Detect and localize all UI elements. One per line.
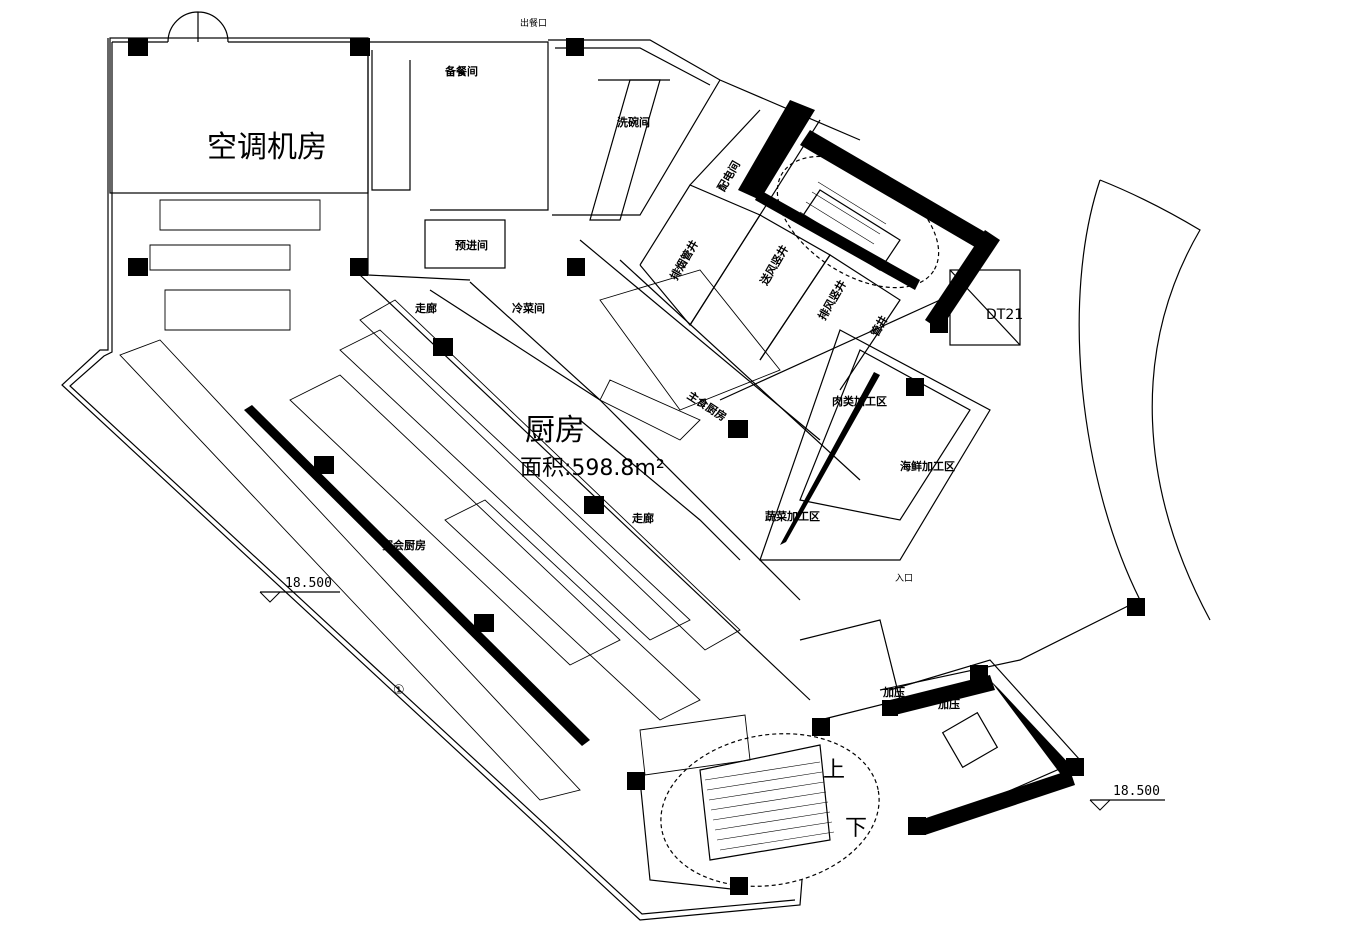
veg-area-label: 蔬菜加工区	[765, 510, 820, 523]
elevation-left: 18.500	[285, 576, 332, 591]
kitchen-label: 厨房	[525, 413, 585, 448]
pressure-label-1: 加压	[883, 686, 905, 699]
area-label: 面积:598.8m²	[520, 456, 665, 481]
stair-down-label: 下	[845, 816, 868, 841]
entrance-label: 入口	[895, 574, 914, 584]
pressure-label-2: 加压	[938, 698, 960, 711]
meat-area-label: 肉类加工区	[832, 395, 887, 408]
pre-entry-label: 预进间	[455, 239, 488, 252]
outer-wall-inner	[69, 42, 796, 915]
stair-up-label: 上	[823, 758, 846, 783]
ac-room-label: 空调机房	[207, 130, 327, 165]
seafood-area-label: 海鲜加工区	[900, 460, 955, 473]
elevator-label: DT21	[986, 307, 1024, 323]
section-mark: ①	[393, 683, 405, 698]
corridor-label-1: 走廊	[415, 302, 437, 315]
banquet-kitchen-label: 宴会厨房	[382, 539, 426, 552]
dishwash-label: 洗碗间	[617, 116, 650, 129]
ac-room-outline	[109, 37, 369, 194]
cold-dish-label: 冷菜间	[512, 302, 545, 315]
prep-room-label: 备餐间	[445, 65, 478, 78]
elevation-right: 18.500	[1113, 784, 1160, 799]
corridor-label-2: 走廊	[632, 512, 654, 525]
outer-wall	[61, 38, 803, 921]
meal-exit-label: 出餐口	[520, 19, 548, 29]
